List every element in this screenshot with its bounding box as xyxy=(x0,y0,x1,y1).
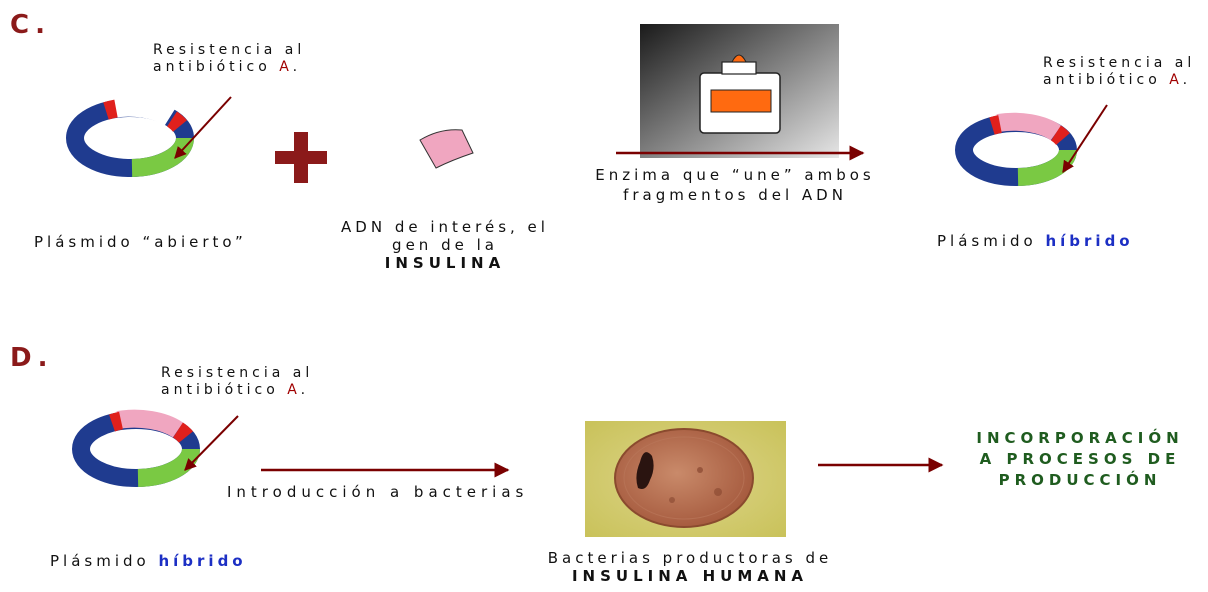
hybrid-caption-bold: híbrido xyxy=(158,552,247,570)
resistance-antibiotic-text: antibiótico xyxy=(153,59,280,75)
plasmid-open xyxy=(66,96,194,177)
hybrid-caption-text: Plásmido xyxy=(50,552,159,570)
resistance-line1: Resistencia al xyxy=(153,42,306,58)
dna-fragment xyxy=(419,129,474,169)
resistance-label-d: Resistencia al antibiótico A. xyxy=(161,365,313,399)
incorporation-line3: PRODUCCIÓN xyxy=(998,471,1162,489)
dna-line3: INSULINA xyxy=(300,254,590,272)
introduction-label: Introducción a bacterias xyxy=(227,483,529,501)
hybrid-caption-text: Plásmido xyxy=(937,232,1046,250)
hybrid-caption-bold: híbrido xyxy=(1045,232,1134,250)
bacterium-photo xyxy=(585,421,786,537)
enzyme-line2: fragmentos del ADN xyxy=(623,186,847,204)
resistance-antibiotic-text: antibiótico xyxy=(161,382,288,398)
plasmid-hybrid-d xyxy=(72,409,200,487)
resistance-antibiotic-letter: A xyxy=(279,59,293,75)
resistance-antibiotic-letter: A xyxy=(1169,72,1183,88)
resistance-pointer-3 xyxy=(184,415,239,471)
resistance-line2: antibiótico A. xyxy=(161,382,313,399)
incorporation-line1: INCORPORACIÓN xyxy=(976,429,1184,447)
resistance-period: . xyxy=(292,59,302,75)
dna-line2: gen de la xyxy=(392,236,498,254)
resistance-label-c1: Resistencia al antibiótico A. xyxy=(153,42,305,76)
dna-line1: ADN de interés, el xyxy=(341,218,549,236)
glue-bottle-icon xyxy=(640,24,839,158)
enzyme-label: Enzima que “une” ambos fragmentos del AD… xyxy=(560,165,910,205)
hybrid-caption-c: Plásmido híbrido xyxy=(937,232,1134,250)
resistance-period: . xyxy=(1182,72,1192,88)
resistance-antibiotic-letter: A xyxy=(287,382,301,398)
dna-interest-label: ADN de interés, el gen de la INSULINA xyxy=(300,218,590,272)
plasmid-open-caption: Plásmido “abierto” xyxy=(34,233,247,251)
dna-insulina: INSULINA xyxy=(384,254,506,272)
resistance-line1: Resistencia al xyxy=(1043,55,1196,71)
enzyme-line1: Enzima que “une” ambos xyxy=(595,166,875,184)
resistance-line2: antibiótico A. xyxy=(1043,72,1195,89)
resistance-pointer-1 xyxy=(174,96,232,159)
resistance-line1: Resistencia al xyxy=(161,365,314,381)
resistance-period: . xyxy=(300,382,310,398)
plus-sign xyxy=(275,132,327,183)
resistance-label-c2: Resistencia al antibiótico A. xyxy=(1043,55,1195,89)
plasmid-hybrid-c xyxy=(955,112,1077,186)
bacteria-line1: Bacterias productoras de xyxy=(547,549,833,567)
resistance-antibiotic-text: antibiótico xyxy=(1043,72,1170,88)
bacteria-line2: INSULINA HUMANA xyxy=(500,567,880,585)
resistance-line2: antibiótico A. xyxy=(153,59,305,76)
hybrid-caption-d: Plásmido híbrido xyxy=(50,552,247,570)
bacteria-insulina-humana: INSULINA HUMANA xyxy=(571,567,809,585)
incorporation-label: INCORPORACIÓN A PROCESOS DE PRODUCCIÓN xyxy=(955,428,1205,491)
incorporation-line2: A PROCESOS DE xyxy=(979,450,1181,468)
section-c-letter: C. xyxy=(10,10,51,40)
section-d-letter: D. xyxy=(10,343,54,373)
bacteria-label: Bacterias productoras de INSULINA HUMANA xyxy=(500,549,880,585)
resistance-pointer-2 xyxy=(1062,104,1108,174)
